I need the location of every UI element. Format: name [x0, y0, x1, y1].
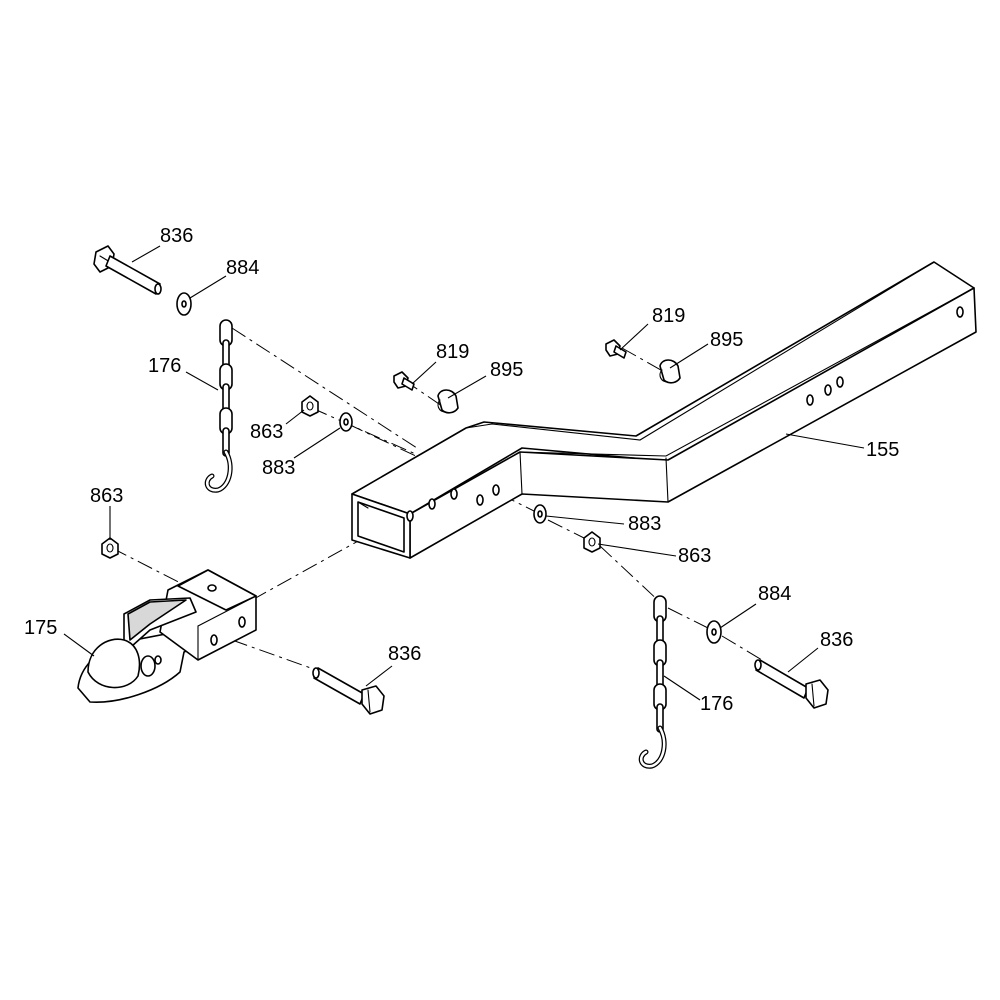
callout-863-left: 863 [250, 421, 283, 443]
nut-863-right [583, 531, 601, 553]
callout-884-right: 884 [758, 583, 791, 605]
washer-884-top-left [176, 292, 192, 316]
callout-819-middle: 819 [436, 341, 469, 363]
callout-836-top-left: 836 [160, 225, 193, 247]
callouts: 836 884 176 863 883 863 175 836 819 895 … [24, 225, 899, 715]
callout-863-right: 863 [678, 545, 711, 567]
chain-hook-inner [639, 726, 666, 768]
bolt-836-top-left [93, 245, 162, 295]
callout-863-coupler: 863 [90, 485, 123, 507]
callout-176-left: 176 [148, 355, 181, 377]
callout-836-right: 836 [820, 629, 853, 651]
callout-895-right: 895 [710, 329, 743, 351]
bolt-819-right [605, 339, 627, 359]
nut-863-coupler [101, 537, 119, 559]
bolt-836-coupler [312, 667, 385, 715]
chain-176-left [204, 319, 233, 493]
callout-819-right: 819 [652, 305, 685, 327]
chain-hook-inner [205, 450, 232, 492]
callout-884-top-left: 884 [226, 257, 259, 279]
washer-883-left [339, 412, 353, 432]
callout-175: 175 [24, 617, 57, 639]
callout-155: 155 [866, 439, 899, 461]
callout-176-right: 176 [700, 693, 733, 715]
chain-176-right [638, 595, 667, 769]
washer-883-right [533, 504, 547, 524]
bolt-836-right [754, 659, 829, 709]
nut-863-left [301, 395, 319, 417]
callout-883-left: 883 [262, 457, 295, 479]
washer-884-right [706, 620, 722, 644]
callout-836-coupler: 836 [388, 643, 421, 665]
callout-895-middle: 895 [490, 359, 523, 381]
leader-lines [63, 245, 865, 701]
tongue-tube-155 [351, 261, 977, 559]
clip-895-right [659, 359, 681, 384]
coupler-175 [77, 569, 257, 703]
callout-883-right: 883 [628, 513, 661, 535]
bolt-819-middle [393, 371, 415, 391]
